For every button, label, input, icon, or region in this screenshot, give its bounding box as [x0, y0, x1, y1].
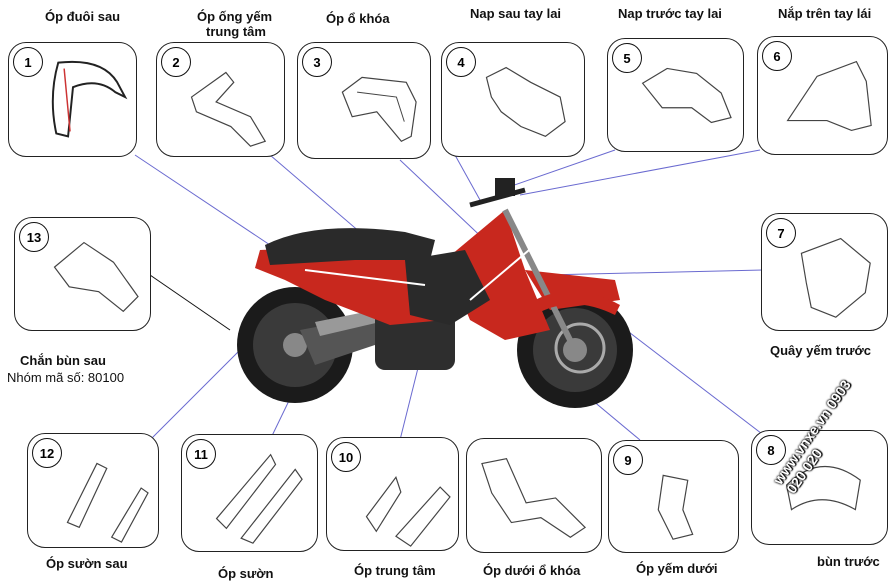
part-box-1[interactable]: 1	[8, 42, 137, 157]
front-handlebar-cover-drawing	[641, 67, 732, 124]
label-part-2-line1: Óp ống yếm	[197, 9, 273, 24]
front-apron-drawing	[800, 237, 871, 318]
label-part-9: Óp yếm dưới	[636, 561, 718, 576]
part-number-5: 5	[612, 43, 642, 73]
leader-line-4	[454, 154, 481, 201]
label-part-7: Quây yếm trước	[770, 343, 872, 358]
part-box-ob-duoi-o-khoa[interactable]	[466, 438, 602, 553]
label-part-4: Nap sau tay lai	[470, 6, 562, 21]
leader-line-3	[399, 159, 491, 246]
rear-fender-drawing	[53, 241, 139, 313]
label-part-13: Chắn bùn sau	[20, 353, 106, 368]
part-box-7[interactable]: 7	[761, 213, 888, 331]
leader-line-13	[149, 274, 231, 331]
tail-cover-drawing	[51, 60, 128, 138]
part-box-4[interactable]: 4	[441, 42, 585, 157]
part-box-11[interactable]: 11	[181, 434, 318, 552]
label-part-6: Nắp trên tay lái	[778, 6, 872, 21]
label-part-1: Óp đuôi sau	[45, 9, 121, 24]
part-box-8[interactable]: 8	[751, 430, 888, 545]
ignition-cover-drawing	[341, 76, 417, 143]
leader-line-5	[499, 149, 616, 191]
part-number-1: 1	[13, 47, 43, 77]
part-number-3: 3	[302, 47, 332, 77]
motorcycle-illustration	[237, 178, 633, 408]
part-number-2: 2	[161, 47, 191, 77]
label-part-5: Nap trước tay lai	[618, 6, 722, 21]
part-number-9: 9	[613, 445, 643, 475]
label-part-10: Óp trung tâm	[354, 563, 436, 578]
side-cover-drawing	[215, 453, 303, 544]
label-part-12: Óp sườn sau	[46, 556, 128, 571]
label-ob-duoi-o-khoa: Óp dưới ổ khóa	[483, 563, 581, 578]
part-number-10: 10	[331, 442, 361, 472]
label-part-8: bùn trước	[817, 554, 880, 569]
part-box-6[interactable]: 6	[757, 36, 888, 155]
part-number-11: 11	[186, 439, 216, 469]
part-box-9[interactable]: 9	[608, 440, 739, 553]
part-box-10[interactable]: 10	[326, 437, 459, 551]
part-number-6: 6	[762, 41, 792, 71]
part-box-5[interactable]: 5	[607, 38, 744, 152]
part-number-4: 4	[446, 47, 476, 77]
part-box-13[interactable]: 13	[14, 217, 151, 331]
part-number-7: 7	[766, 218, 796, 248]
part-number-12: 12	[32, 438, 62, 468]
front-fender-drawing	[785, 466, 861, 511]
rear-side-cover-drawing	[66, 462, 149, 543]
label-part-13-sub: Nhóm mã số: 80100	[7, 370, 125, 385]
part-box-3[interactable]: 3	[297, 42, 431, 159]
leader-line-6	[519, 149, 761, 196]
part-box-2[interactable]: 2	[156, 42, 285, 157]
lower-apron-drawing	[657, 474, 694, 540]
part-box-12[interactable]: 12	[27, 433, 159, 548]
part-number-13: 13	[19, 222, 49, 252]
center-cover-drawing	[365, 476, 451, 547]
label-part-11: Óp sườn	[218, 566, 274, 581]
center-tube-cover-drawing	[190, 71, 267, 147]
part-number-8: 8	[756, 435, 786, 465]
leader-line-7	[544, 269, 766, 276]
label-part-2-line2: trung tâm	[206, 24, 266, 39]
rear-handlebar-cover-drawing	[485, 66, 566, 138]
top-handlebar-cover-drawing	[786, 60, 872, 132]
label-part-3: Óp ổ khóa	[326, 11, 390, 26]
under-ignition-cover-drawing	[481, 457, 587, 538]
